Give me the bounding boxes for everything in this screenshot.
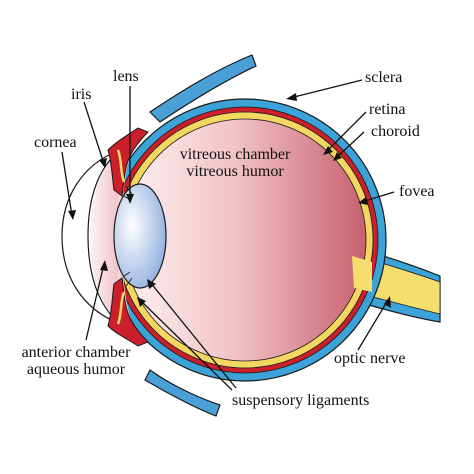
lens-shape [113,183,167,289]
lower-muscle [144,369,221,417]
iris-lower [107,277,149,347]
leader-suspensory-2 [149,281,237,389]
label-vitreous-chamber: vitreous chamber [179,146,291,163]
label-optic-nerve: optic nerve [334,350,406,367]
label-retina: retina [369,101,406,118]
leader-optic-nerve [357,299,389,351]
label-cornea: cornea [34,134,77,151]
leader-fovea [361,191,395,203]
label-vitreous-humor: vitreous humor [186,163,284,180]
leader-arrowheads [68,93,391,308]
label-anterior-chamber: anterior chamber [21,344,131,361]
label-sclera: sclera [365,69,403,86]
upper-muscle [149,54,257,123]
label-fovea: fovea [399,183,435,200]
label-aqueous-humor: aqueous humor [26,361,126,378]
optic-disc [352,256,372,292]
leader-iris [83,101,105,165]
label-iris: iris [71,86,92,103]
label-choroid: choroid [371,123,420,140]
leader-suspensory-1 [139,299,233,391]
leader-anterior [85,263,105,341]
leader-retina [325,111,367,153]
leader-choroid [335,131,365,159]
leader-lines [61,79,395,391]
label-lens: lens [113,68,139,85]
label-suspensory-ligaments: suspensory ligaments [232,392,370,409]
leader-sclera [289,79,363,99]
leader-cornea [61,151,73,217]
